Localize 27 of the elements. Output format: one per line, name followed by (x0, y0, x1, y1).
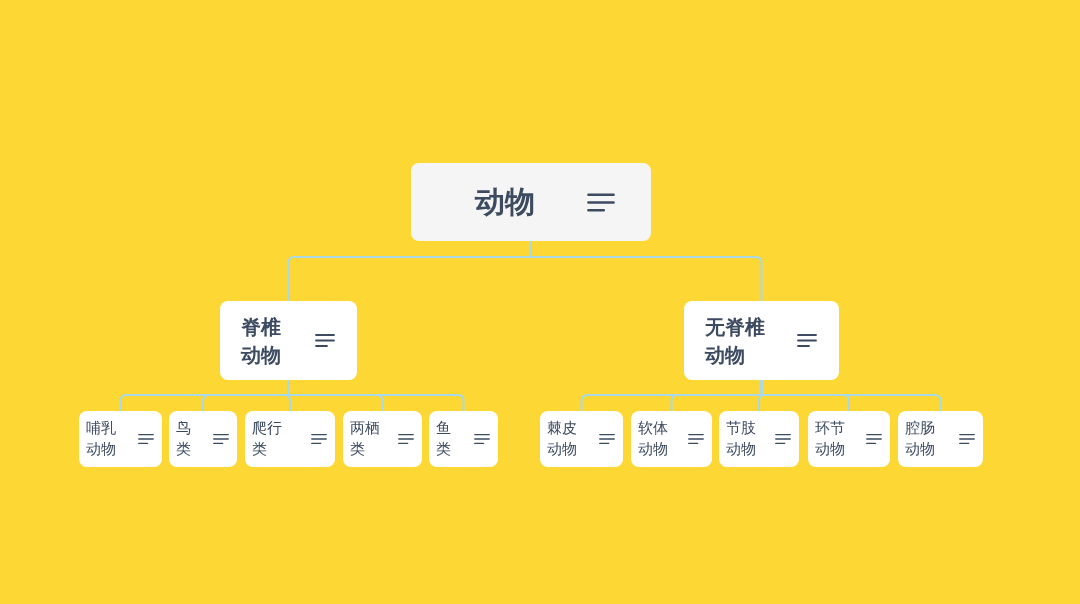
topic-box (684, 301, 839, 380)
topic-text: 软体动物 (638, 418, 668, 460)
topic-text: 鱼类 (436, 418, 451, 460)
topic-box (411, 163, 651, 241)
topic-box (808, 411, 890, 467)
topic-text: 节肢动物 (726, 418, 756, 460)
topic-box (719, 411, 799, 467)
topic-box (169, 411, 237, 467)
topic-box (540, 411, 623, 467)
topic-text: 脊椎动物 (241, 313, 281, 369)
topic-box (429, 411, 498, 467)
topic-text: 两栖类 (350, 418, 380, 460)
topic-text: 爬行类 (252, 418, 282, 460)
topic-box (631, 411, 712, 467)
topic-box (79, 411, 162, 467)
topic-text: 动物 (475, 183, 536, 221)
topic-text: 鸟类 (176, 418, 191, 460)
topic-box (343, 411, 422, 467)
topic-text: 棘皮动物 (547, 418, 577, 460)
connector-line (530, 240, 763, 302)
topic-box (245, 411, 335, 467)
topic-box (220, 301, 357, 380)
topic-text: 腔肠动物 (905, 418, 935, 460)
topic-text: 无脊椎动物 (705, 313, 765, 369)
topic-text: 哺乳动物 (86, 418, 116, 460)
topic-text: 环节动物 (815, 418, 845, 460)
topic-box (898, 411, 983, 467)
